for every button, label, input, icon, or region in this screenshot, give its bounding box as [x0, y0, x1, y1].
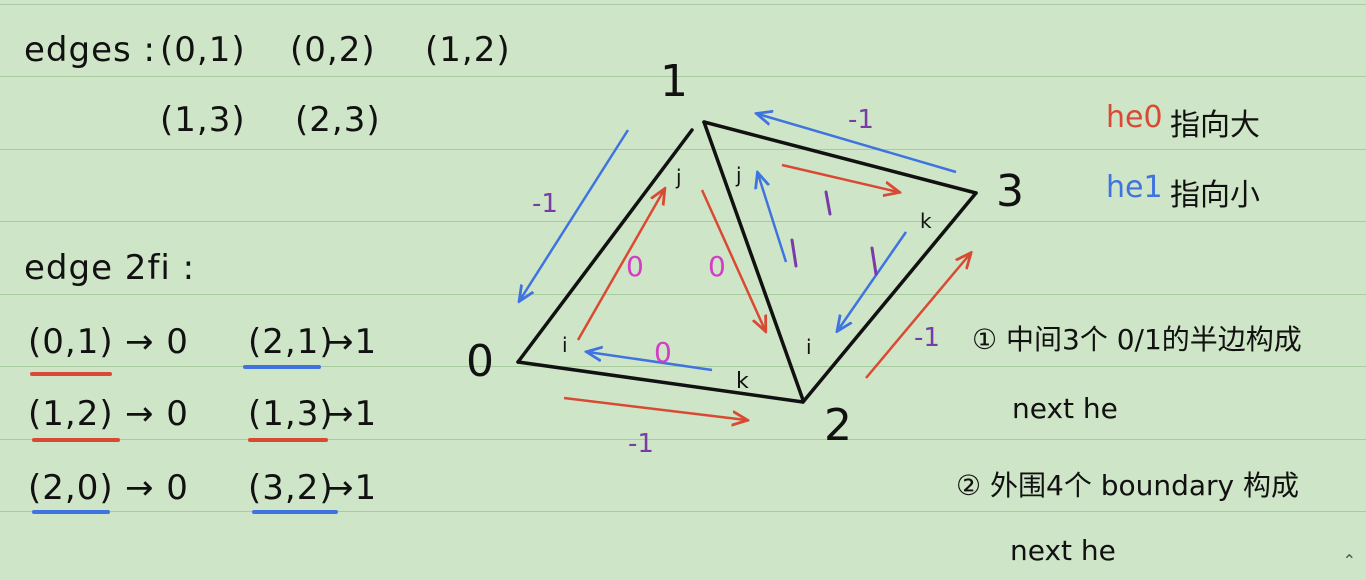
tick [790, 238, 798, 268]
legend-he1-text: 指向小 [1170, 178, 1260, 213]
edge-1-3 [702, 120, 978, 195]
halfedge-arrow [758, 114, 957, 174]
corner-label: i [806, 335, 812, 359]
legend-he0-text: 指向大 [1170, 108, 1260, 143]
edge-1-2 [702, 120, 805, 402]
corner-label: j [735, 163, 742, 187]
vertex-3: 3 [996, 166, 1024, 217]
purple-ticks [790, 190, 878, 276]
tick [870, 246, 878, 276]
halfedge-arrow [520, 129, 630, 300]
edge-item: (0,1) [160, 30, 246, 70]
edges-label: edges : [24, 30, 156, 70]
note-2-line-1: ② 外围4个 boundary 构成 [956, 469, 1300, 502]
corner-label: k [920, 209, 932, 233]
edge-item: (1,2) [425, 30, 511, 70]
edge2fi-right-val: →1 [325, 322, 378, 362]
corner-label: k [736, 369, 749, 394]
halfedge-arrow [576, 190, 664, 341]
edge2fi-left-key: (1,2) [28, 394, 114, 434]
edge2fi-left-key: (0,1) [28, 322, 114, 362]
ruled-line [0, 439, 1366, 440]
edge2fi-left-val: → 0 [125, 468, 189, 508]
edge-0-2 [516, 360, 805, 404]
underline-red [32, 438, 120, 442]
vertex-2: 2 [824, 400, 852, 451]
boundary-label: -1 [914, 323, 940, 353]
ruled-line [0, 4, 1366, 5]
boundary-label: -1 [628, 429, 654, 459]
edge-item: (1,3) [160, 100, 246, 140]
vertex-0: 0 [466, 336, 494, 387]
underline-blue [243, 365, 321, 369]
edge2fi-left-val: → 0 [125, 394, 189, 434]
edge2fi-right-key: (3,2) [248, 468, 334, 508]
red-halfedges [563, 163, 970, 420]
legend-he1-key: he1 [1106, 170, 1163, 205]
halfedge-arrow [838, 231, 908, 330]
face-label: 0 [654, 336, 672, 369]
edge2fi-left-key: (2,0) [28, 468, 114, 508]
edge-item: (2,3) [295, 100, 381, 140]
note-1-line-1: ① 中间3个 0/1的半边构成 [972, 323, 1302, 356]
halfedge-arrow [865, 254, 970, 379]
ruled-line [0, 294, 1366, 295]
face-label: 0 [708, 250, 726, 283]
note-1-line-2: next he [1012, 392, 1118, 425]
edge2fi-left-val: → 0 [125, 322, 189, 362]
chevron-up-icon[interactable]: ⌃ [1342, 551, 1356, 570]
ruled-line [0, 76, 1366, 77]
blue-halfedges [520, 114, 957, 372]
underline-blue [252, 510, 338, 514]
vertex-1: 1 [660, 56, 688, 107]
legend-he0-key: he0 [1106, 100, 1163, 135]
ruled-line [0, 149, 1366, 150]
edge2fi-label: edge 2fi : [24, 248, 196, 288]
corner-label: j [675, 165, 682, 189]
halfedge-arrow [588, 352, 713, 372]
underline-blue [32, 510, 110, 514]
halfedge-arrow [758, 174, 788, 263]
edge-item: (0,2) [290, 30, 376, 70]
boundary-label: -1 [848, 105, 874, 135]
halfedge-arrow [563, 396, 746, 420]
corner-label: i [562, 333, 568, 357]
edge2fi-right-val: →1 [325, 394, 378, 434]
ruled-line [0, 221, 1366, 222]
boundary-label: -1 [532, 189, 558, 219]
edge2fi-right-val: →1 [325, 468, 378, 508]
face-label: 0 [626, 250, 644, 283]
ruled-line [0, 511, 1366, 512]
halfedge-arrow [700, 189, 765, 330]
edge2fi-right-key: (2,1) [248, 322, 334, 362]
edge-3-2 [801, 191, 978, 404]
underline-red [30, 372, 112, 376]
tick [824, 190, 832, 216]
underline-red [248, 438, 328, 442]
note-2-line-2: next he [1010, 534, 1116, 567]
edge2fi-right-key: (1,3) [248, 394, 334, 434]
edge-0-1 [516, 128, 694, 364]
mesh-edges [516, 120, 978, 404]
halfedge-arrow [781, 163, 898, 192]
